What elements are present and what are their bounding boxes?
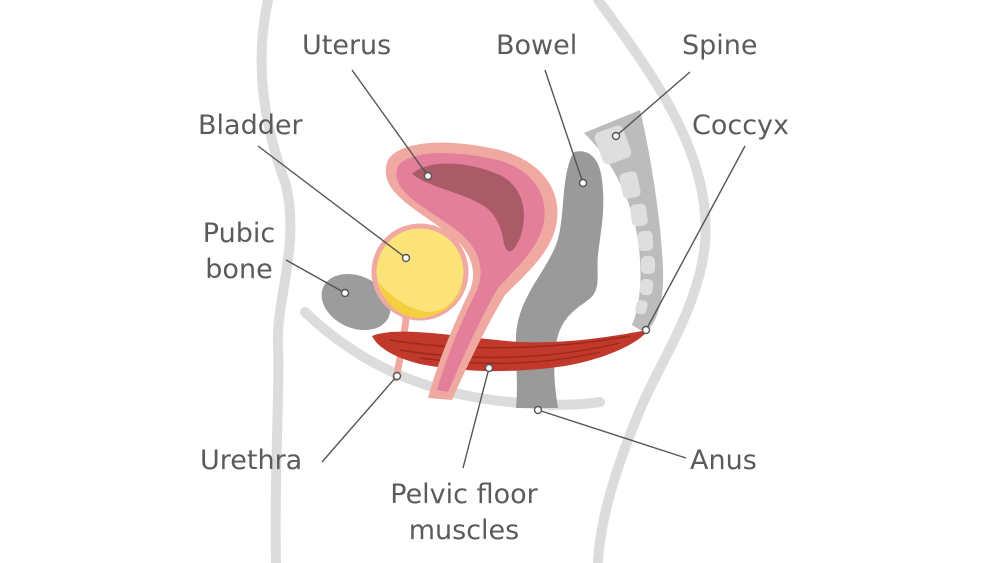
spine-column [584,110,664,333]
anchor-dot-pubic-bone [340,288,350,298]
anchor-dots [340,131,651,415]
vertebra [637,230,654,252]
label-pubic-bone-line2: bone [205,254,273,285]
bladder-urine [378,282,464,318]
label-bladder: Bladder [198,110,303,141]
pubic-bone [321,273,391,331]
anchor-dot-bowel [578,178,588,188]
label-pelvic-floor-muscles: Pelvic floor muscles [368,477,560,549]
label-pelvic-floor-line2: muscles [408,515,520,546]
label-urethra: Urethra [200,445,303,476]
muscle-sling [372,330,648,372]
leader-line-coccyx [645,145,746,331]
uterine-cavity [412,163,524,252]
spine [584,110,664,333]
leader-line-uterus [351,69,429,177]
uterus [385,142,558,400]
label-pelvic-floor-line1: Pelvic floor [390,479,538,510]
body-outline [256,0,711,563]
leader-line-urethra [321,375,398,463]
vertebra [639,278,654,296]
bladder-sac [371,223,469,321]
anchor-dot-bladder [401,253,411,263]
label-spine: Spine [682,30,758,61]
anchor-dot-anus [533,405,543,415]
leader-line-pubic-bone [285,259,346,294]
muscle-fiber [389,335,631,349]
label-coccyx: Coccyx [692,110,790,141]
pelvic-floor-muscles [372,330,648,372]
body-outline-back [593,0,711,563]
body-outline-front [256,0,296,563]
anchor-dot-uterus [423,171,433,181]
leader-line-spine [615,71,691,137]
vertebra [630,203,648,227]
anchor-dot-urethra [392,371,402,381]
vertebra [594,125,632,165]
label-bowel: Bowel [496,30,578,61]
vertebrae [594,125,655,315]
label-anus: Anus [690,445,757,476]
vertebra [635,299,648,315]
vertebra [641,256,655,274]
label-pubic-bone: Pubic bone [196,216,282,288]
label-pubic-bone-line1: Pubic [202,218,276,249]
leader-line-bowel [544,69,584,184]
leader-line-anus [537,409,687,459]
anchor-dot-coccyx [641,325,651,335]
label-uterus: Uterus [302,30,392,61]
anchor-dot-pelvic-floor [484,363,494,373]
pelvis-floor-curve [300,307,605,410]
bladder [371,223,469,321]
leader-lines [257,69,746,469]
vertebra [619,171,641,199]
muscle-fiber [399,342,621,359]
leader-line-pelvic-floor [462,367,490,469]
anchor-dot-spine [611,131,621,141]
leader-line-bladder [257,145,407,259]
